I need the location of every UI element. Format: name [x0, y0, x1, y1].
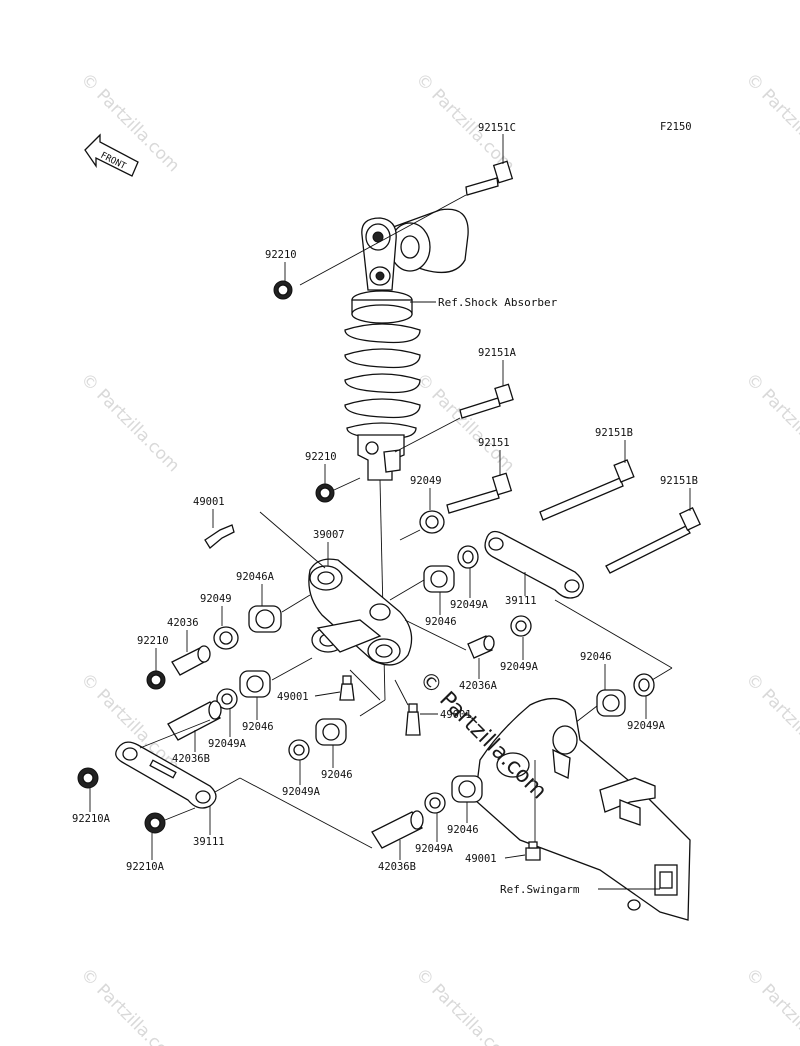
- collar-92049-left: [213, 626, 239, 650]
- callout-92049-top: 92049: [410, 475, 442, 487]
- bearing-92046-bottom: [451, 775, 483, 803]
- swingarm: [474, 698, 691, 921]
- callout-49001-left: 49001: [193, 496, 225, 508]
- collar-92049-top: [419, 510, 445, 534]
- nut-92210-mid: [315, 483, 335, 503]
- callout-49001-center: 49001: [440, 709, 472, 721]
- rocker-arm-39007: [308, 558, 413, 666]
- nut-92210a-1: [77, 767, 99, 789]
- callout-92049-left: 92049: [200, 593, 232, 605]
- callout-39111-right: 39111: [505, 595, 537, 607]
- callout-49001-bottom: 49001: [465, 853, 497, 865]
- collar-92049a-l3: [288, 739, 310, 761]
- grease-nipple-49001-left: [204, 524, 235, 549]
- callout-92151b-2: 92151B: [660, 475, 698, 487]
- watermark: © Partzilla.com: [411, 369, 518, 476]
- callout-92046-right: 92046: [580, 651, 612, 663]
- bolt-92151: [446, 472, 513, 514]
- watermark: © Partzilla.com: [411, 964, 518, 1046]
- collar-92049a-bottom: [424, 792, 446, 814]
- collar-92049a-r2: [510, 615, 532, 637]
- nut-92210-left: [146, 670, 166, 690]
- watermark: © Partzilla.com: [741, 69, 800, 176]
- bolt-92151b-upper: [539, 459, 635, 521]
- sleeve-42036b-bottom: [371, 810, 424, 849]
- callout-49001-mid: 49001: [277, 691, 309, 703]
- callout-42036b-bottom: 42036B: [378, 861, 416, 873]
- front-arrow-icon: FRONT: [84, 133, 139, 177]
- callout-42036a: 42036A: [459, 680, 498, 692]
- callout-92049a-r2: 92049A: [500, 661, 539, 673]
- callout-92210a-2: 92210A: [126, 861, 165, 873]
- callout-92049a-right: 92049A: [627, 720, 666, 732]
- bearing-92046-l2: [239, 670, 271, 698]
- callout-39007: 39007: [313, 529, 345, 541]
- callout-92151c: 92151C: [478, 122, 516, 134]
- callout-92046-bottom: 92046: [447, 824, 479, 836]
- sleeve-42036: [171, 645, 211, 676]
- callout-92046a: 92046A: [236, 571, 275, 583]
- callout-92151: 92151: [478, 437, 510, 449]
- tie-rod-39111-left: [115, 741, 217, 809]
- watermark: © Partzilla.com: [76, 369, 183, 476]
- sleeve-42036b-left: [167, 700, 222, 741]
- callout-92046-l2: 92046: [242, 721, 274, 733]
- bearing-92046a: [248, 605, 282, 633]
- bearing-92046-right: [596, 689, 626, 717]
- bolt-92151b-lower: [605, 507, 702, 574]
- shock-absorber: [344, 208, 469, 701]
- callout-92046-mid: 92046: [425, 616, 457, 628]
- ref-swingarm: Ref.Swingarm: [500, 883, 580, 896]
- tie-rod-39111-right: [484, 530, 584, 599]
- sleeve-42036a: [467, 635, 495, 659]
- collar-92049a-right: [633, 673, 655, 697]
- callout-92151b-1: 92151B: [595, 427, 633, 439]
- bearing-92046-mid: [423, 565, 455, 593]
- callout-92049a-bottom: 92049A: [415, 843, 454, 855]
- grease-nipple-49001-bottom: [525, 841, 541, 861]
- collar-92049a-mid: [457, 545, 479, 569]
- callout-92049a-l2: 92049A: [208, 738, 247, 750]
- watermark: © Partzilla.com: [741, 964, 800, 1046]
- collar-92049a-l2: [216, 688, 238, 710]
- nut-92210-top: [273, 280, 293, 300]
- bolt-92151a: [394, 383, 514, 453]
- callout-92210-mid: 92210: [305, 451, 337, 463]
- callout-92049a-mid: 92049A: [450, 599, 489, 611]
- watermark: © Partzilla.com: [741, 369, 800, 476]
- watermark: © Partzilla.com: [741, 669, 800, 776]
- callout-42036b-left: 42036B: [172, 753, 210, 765]
- callout-39111-left: 39111: [193, 836, 225, 848]
- ref-shock-absorber: Ref.Shock Absorber: [438, 296, 558, 309]
- callout-42036: 42036: [167, 617, 199, 629]
- nut-92210a-2: [144, 812, 166, 834]
- bearing-92046-l3: [315, 718, 347, 746]
- grease-nipple-49001-mid: [339, 675, 355, 701]
- callout-92049a-l3: 92049A: [282, 786, 321, 798]
- callout-92151a: 92151A: [478, 347, 517, 359]
- bolt-92151c: [299, 150, 514, 286]
- watermark: © Partzilla.com: [76, 964, 183, 1046]
- grease-nipple-49001-center: [405, 703, 421, 736]
- callout-92046-l3: 92046: [321, 769, 353, 781]
- figure-code: F2150: [660, 121, 692, 133]
- callout-92210-left: 92210: [137, 635, 169, 647]
- callout-92210-top: 92210: [265, 249, 297, 261]
- callout-92210a-1: 92210A: [72, 813, 111, 825]
